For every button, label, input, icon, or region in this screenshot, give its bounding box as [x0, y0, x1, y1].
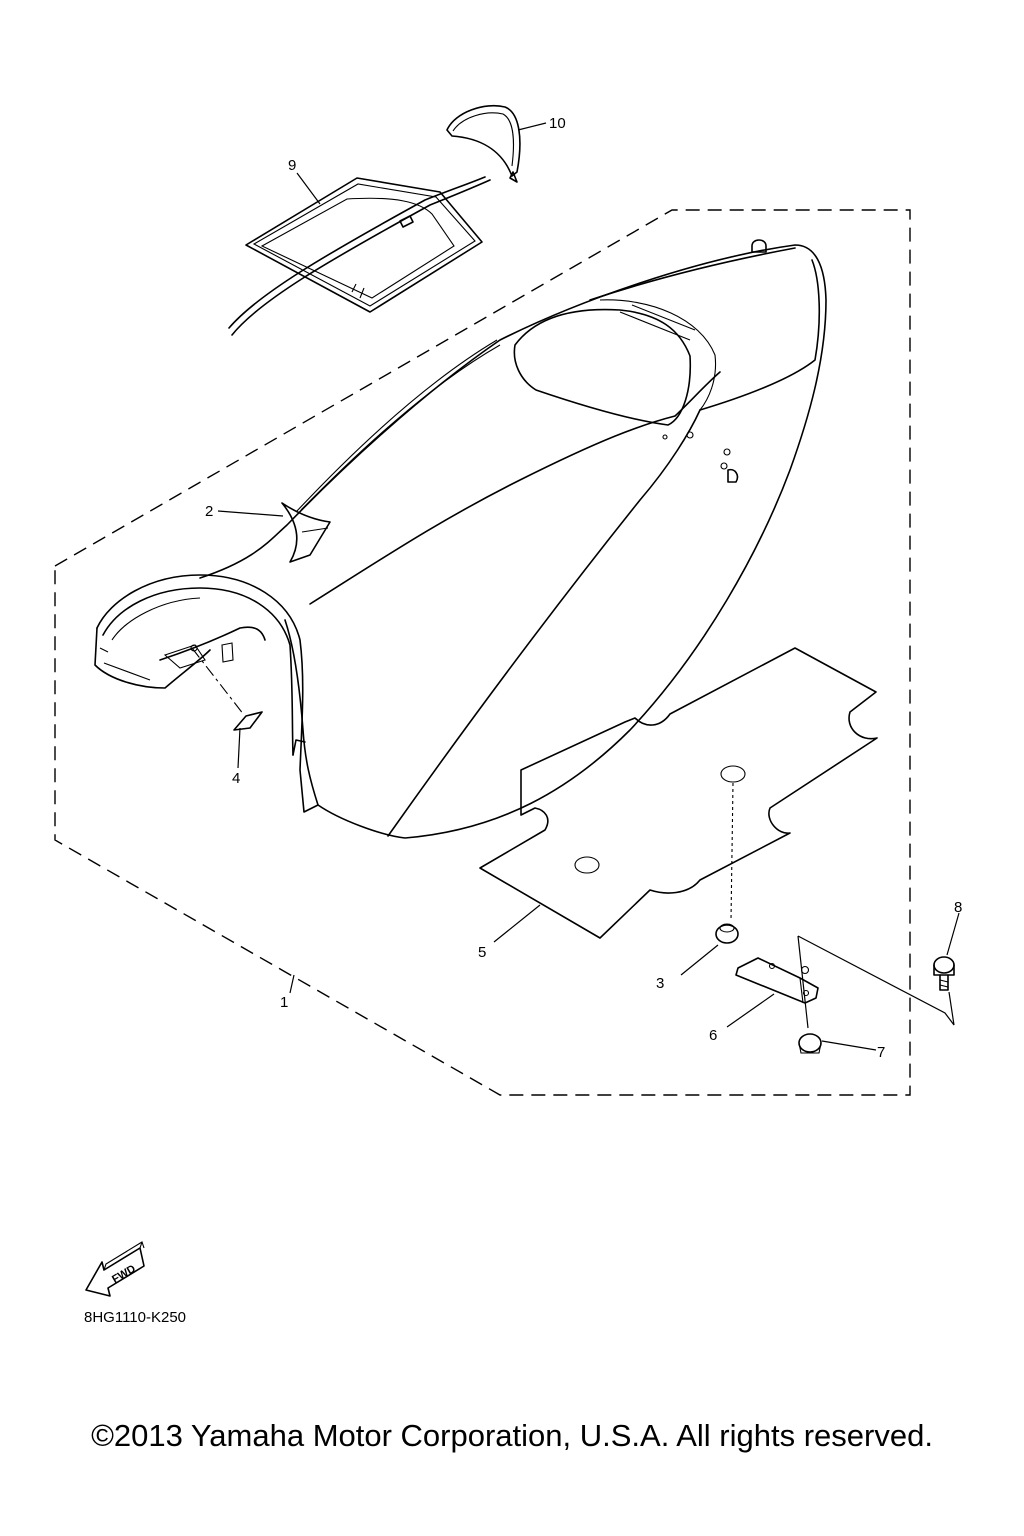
diagram-code: 8HG1110-K250 — [84, 1309, 187, 1326]
fwd-label: FWD — [110, 1263, 138, 1286]
part-9-seat-pad — [228, 176, 491, 336]
assembly-boundary — [54, 209, 911, 1096]
part-4-fastener — [191, 647, 263, 731]
copyright-notice: ©2013 Yamaha Motor Corporation, U.S.A. A… — [91, 1418, 933, 1453]
part-1-seat — [94, 239, 827, 839]
callout-1: 1 — [280, 994, 288, 1011]
callout-2: 2 — [205, 503, 213, 520]
part-5-sheet — [479, 647, 878, 939]
part-10-strap — [446, 105, 521, 183]
part-2-clip — [281, 502, 331, 563]
part-7-nut — [798, 1033, 822, 1054]
part-6-bracket — [735, 957, 819, 1004]
fwd-arrow-icon: FWD — [85, 1241, 145, 1297]
callout-8: 8 — [954, 899, 962, 916]
part-8-bolt — [933, 956, 955, 991]
callout-3: 3 — [656, 975, 664, 992]
callout-4: 4 — [232, 770, 240, 787]
callout-5: 5 — [478, 944, 486, 961]
part-3-grommet — [715, 923, 739, 944]
callout-7: 7 — [877, 1044, 885, 1061]
callout-9: 9 — [288, 157, 296, 174]
callout-6: 6 — [709, 1027, 717, 1044]
callout-10: 10 — [549, 115, 566, 132]
